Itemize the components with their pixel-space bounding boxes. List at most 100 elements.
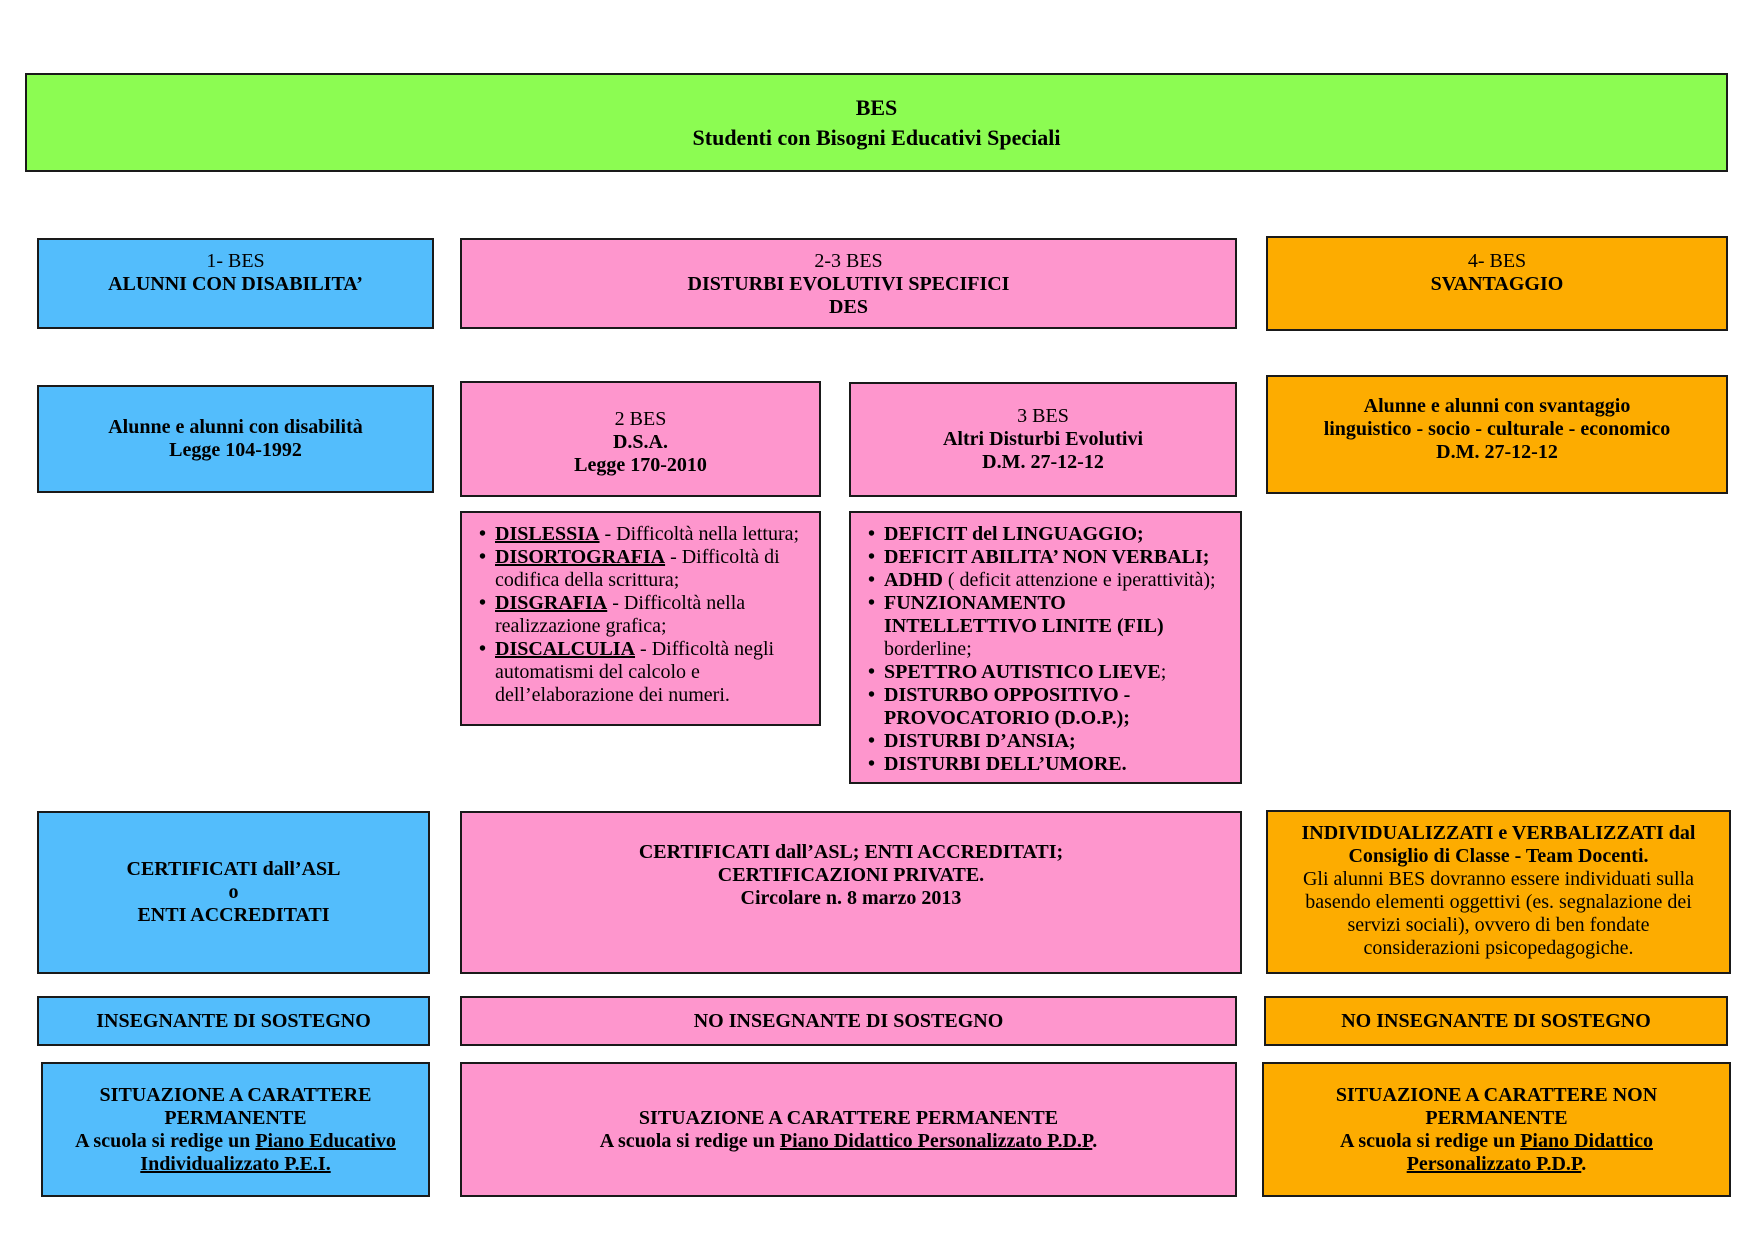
disability-law: Legge 104-1992 (169, 439, 302, 461)
disability-certification-line3: ENTI ACCREDITATI (137, 904, 330, 926)
disorder-name: FUNZIONAMENTO (884, 592, 1066, 614)
disability-certification-line1: CERTIFICATI dall’ASL (126, 858, 341, 880)
category-disability-number: 1- BES (206, 250, 265, 272)
list-item: DISTURBO OPPOSITIVO -PROVOCATORIO (D.O.P… (859, 684, 1236, 730)
disorder-desc: ; (1160, 661, 1167, 683)
des-situation-box: SITUAZIONE A CARATTERE PERMANENTE A scuo… (460, 1062, 1237, 1197)
des-certification-box: CERTIFICATI dall’ASL; ENTI ACCREDITATI; … (460, 811, 1242, 974)
des-situation-line1: SITUAZIONE A CARATTERE PERMANENTE (638, 1106, 1059, 1129)
des-teacher-label: NO INSEGNANTE DI SOSTEGNO (693, 1009, 1004, 1032)
list-item: DISGRAFIA - Difficoltà nellarealizzazion… (470, 592, 813, 638)
other-disorders-law: D.M. 27-12-12 (982, 451, 1104, 473)
disorder-desc: borderline; (884, 638, 972, 660)
disability-plan-prefix: A scuola si redige un (75, 1129, 256, 1152)
svantaggio-teacher-label: NO INSEGNANTE DI SOSTEGNO (1341, 1009, 1651, 1032)
disability-situation-line2: PERMANENTE (164, 1106, 307, 1129)
svantaggio-certification-box: INDIVIDUALIZZATI e VERBALIZZATI dal Cons… (1266, 810, 1731, 974)
category-des-number: 2-3 BES (814, 250, 883, 272)
list-item: DEFICIT ABILITA’ NON VERBALI; (859, 546, 1236, 569)
category-disability-box: 1- BES ALUNNI CON DISABILITA’ (37, 238, 434, 329)
list-item: DISTURBI DELL’UMORE. (859, 753, 1236, 776)
svantaggio-law: D.M. 27-12-12 (1436, 441, 1558, 463)
des-certification-line3: Circolare n. 8 marzo 2013 (740, 886, 962, 909)
svantaggio-teacher-box: NO INSEGNANTE DI SOSTEGNO (1264, 996, 1728, 1046)
other-disorders-name: Altri Disturbi Evolutivi (942, 428, 1143, 450)
pdp-plan-link: Piano Didattico (1520, 1129, 1653, 1152)
other-disorders-number: 3 BES (1017, 405, 1069, 427)
disability-description-text: Alunne e alunni con disabilità (108, 416, 363, 438)
header-box: BES Studenti con Bisogni Educativi Speci… (25, 73, 1728, 172)
header-title: BES (855, 94, 898, 120)
disorder-name: PROVOCATORIO (D.O.P.); (884, 707, 1130, 729)
dsa-desc: - Difficoltà nella (607, 592, 746, 614)
svantaggio-plan-prefix: A scuola si redige un (1340, 1129, 1521, 1152)
list-item: SPETTRO AUTISTICO LIEVE; (859, 661, 1236, 684)
category-des-box: 2-3 BES DISTURBI EVOLUTIVI SPECIFICI DES (460, 238, 1237, 329)
other-disorders-header-box: 3 BES Altri Disturbi Evolutivi D.M. 27-1… (849, 382, 1237, 497)
dsa-desc: - Difficoltà di (665, 546, 780, 568)
dsa-term: DISGRAFIA (495, 592, 608, 614)
svantaggio-certification-bold2: Consiglio di Classe - Team Docenti. (1348, 845, 1649, 867)
des-certification-line1: CERTIFICATI dall’ASL; ENTI ACCREDITATI; (638, 840, 1064, 863)
disorder-name: DISTURBI D’ANSIA; (884, 730, 1076, 752)
svantaggio-certification-text: Gli alunni BES dovranno essere individua… (1302, 868, 1695, 890)
disorder-name: DISTURBI DELL’UMORE. (884, 753, 1127, 775)
pei-plan-link: Piano Educativo (255, 1129, 396, 1152)
other-disorders-list: DEFICIT del LINGUAGGIO; DEFICIT ABILITA’… (859, 523, 1236, 776)
header-subtitle: Studenti con Bisogni Educativi Speciali (692, 124, 1061, 150)
disability-description-box: Alunne e alunni con disabilità Legge 104… (37, 385, 434, 493)
svantaggio-description-line2: linguistico - socio - culturale - econom… (1323, 418, 1671, 440)
dsa-list: DISLESSIA - Difficoltà nella lettura; DI… (470, 523, 813, 707)
disorder-desc: ( deficit attenzione e iperattività); (942, 569, 1216, 591)
disability-situation-box: SITUAZIONE A CARATTERE PERMANENTE A scuo… (41, 1062, 430, 1197)
dsa-desc: automatismi del calcolo e (495, 661, 700, 683)
pei-plan-link: Individualizzato P.E.I. (140, 1152, 331, 1175)
des-plan-prefix: A scuola si redige un (599, 1129, 780, 1152)
disability-teacher-label: INSEGNANTE DI SOSTEGNO (96, 1009, 371, 1032)
dsa-desc: dell’elaborazione dei numeri. (495, 684, 730, 706)
disorder-name: DISTURBO OPPOSITIVO - (884, 684, 1131, 706)
dsa-term: DISORTOGRAFIA (495, 546, 666, 568)
svantaggio-certification-bold1: INDIVIDUALIZZATI e VERBALIZZATI dal (1301, 822, 1696, 844)
dsa-desc: codifica della scrittura; (495, 569, 680, 591)
des-certification-line2: CERTIFICAZIONI PRIVATE. (717, 863, 985, 886)
dsa-list-box: DISLESSIA - Difficoltà nella lettura; DI… (460, 511, 821, 726)
svantaggio-certification-text: basendo elementi oggettivi (es. segnalaz… (1305, 891, 1692, 913)
category-des-abbr: DES (829, 296, 868, 318)
disability-certification-box: CERTIFICATI dall’ASL o ENTI ACCREDITATI (37, 811, 430, 974)
dsa-law: Legge 170-2010 (574, 453, 707, 476)
list-item: DISCALCULIA - Difficoltà negliautomatism… (470, 638, 813, 707)
disorder-name: DEFICIT del LINGUAGGIO; (884, 523, 1144, 545)
list-item: ADHD ( deficit attenzione e iperattività… (859, 569, 1236, 592)
dsa-header-box: 2 BES D.S.A. Legge 170-2010 (460, 381, 821, 497)
dsa-desc: - Difficoltà negli (635, 638, 775, 660)
category-svantaggio-name: SVANTAGGIO (1430, 273, 1564, 295)
disability-situation-line1: SITUAZIONE A CARATTERE (99, 1083, 372, 1106)
list-item: DISLESSIA - Difficoltà nella lettura; (470, 523, 813, 546)
dsa-name: D.S.A. (612, 430, 668, 453)
des-plan-suffix: . (1092, 1129, 1098, 1152)
list-item: DEFICIT del LINGUAGGIO; (859, 523, 1236, 546)
dsa-number: 2 BES (614, 407, 667, 430)
dsa-desc: realizzazione grafica; (495, 615, 667, 637)
other-disorders-list-box: DEFICIT del LINGUAGGIO; DEFICIT ABILITA’… (849, 511, 1242, 784)
des-teacher-box: NO INSEGNANTE DI SOSTEGNO (460, 996, 1237, 1046)
svantaggio-certification-text: considerazioni psicopedagogiche. (1363, 937, 1634, 959)
svantaggio-plan-suffix: . (1581, 1152, 1587, 1175)
category-des-name: DISTURBI EVOLUTIVI SPECIFICI (687, 273, 1010, 295)
dsa-desc: - Difficoltà nella lettura; (599, 523, 800, 545)
svantaggio-situation-box: SITUAZIONE A CARATTERE NON PERMANENTE A … (1262, 1062, 1731, 1197)
svantaggio-description-line1: Alunne e alunni con svantaggio (1363, 395, 1631, 417)
disorder-name: ADHD (884, 569, 943, 591)
svantaggio-situation-line2: PERMANENTE (1425, 1106, 1568, 1129)
pdp-plan-link: Personalizzato P.D.P (1406, 1152, 1582, 1175)
disability-teacher-box: INSEGNANTE DI SOSTEGNO (37, 996, 430, 1046)
svantaggio-situation-line1: SITUAZIONE A CARATTERE NON (1335, 1083, 1658, 1106)
disorder-name: DEFICIT ABILITA’ NON VERBALI; (884, 546, 1210, 568)
disorder-name: INTELLETTIVO LINITE (FIL) (884, 615, 1164, 637)
category-svantaggio-number: 4- BES (1467, 250, 1527, 272)
category-disability-name: ALUNNI CON DISABILITA’ (108, 273, 363, 295)
disability-certification-line2: o (228, 881, 239, 903)
